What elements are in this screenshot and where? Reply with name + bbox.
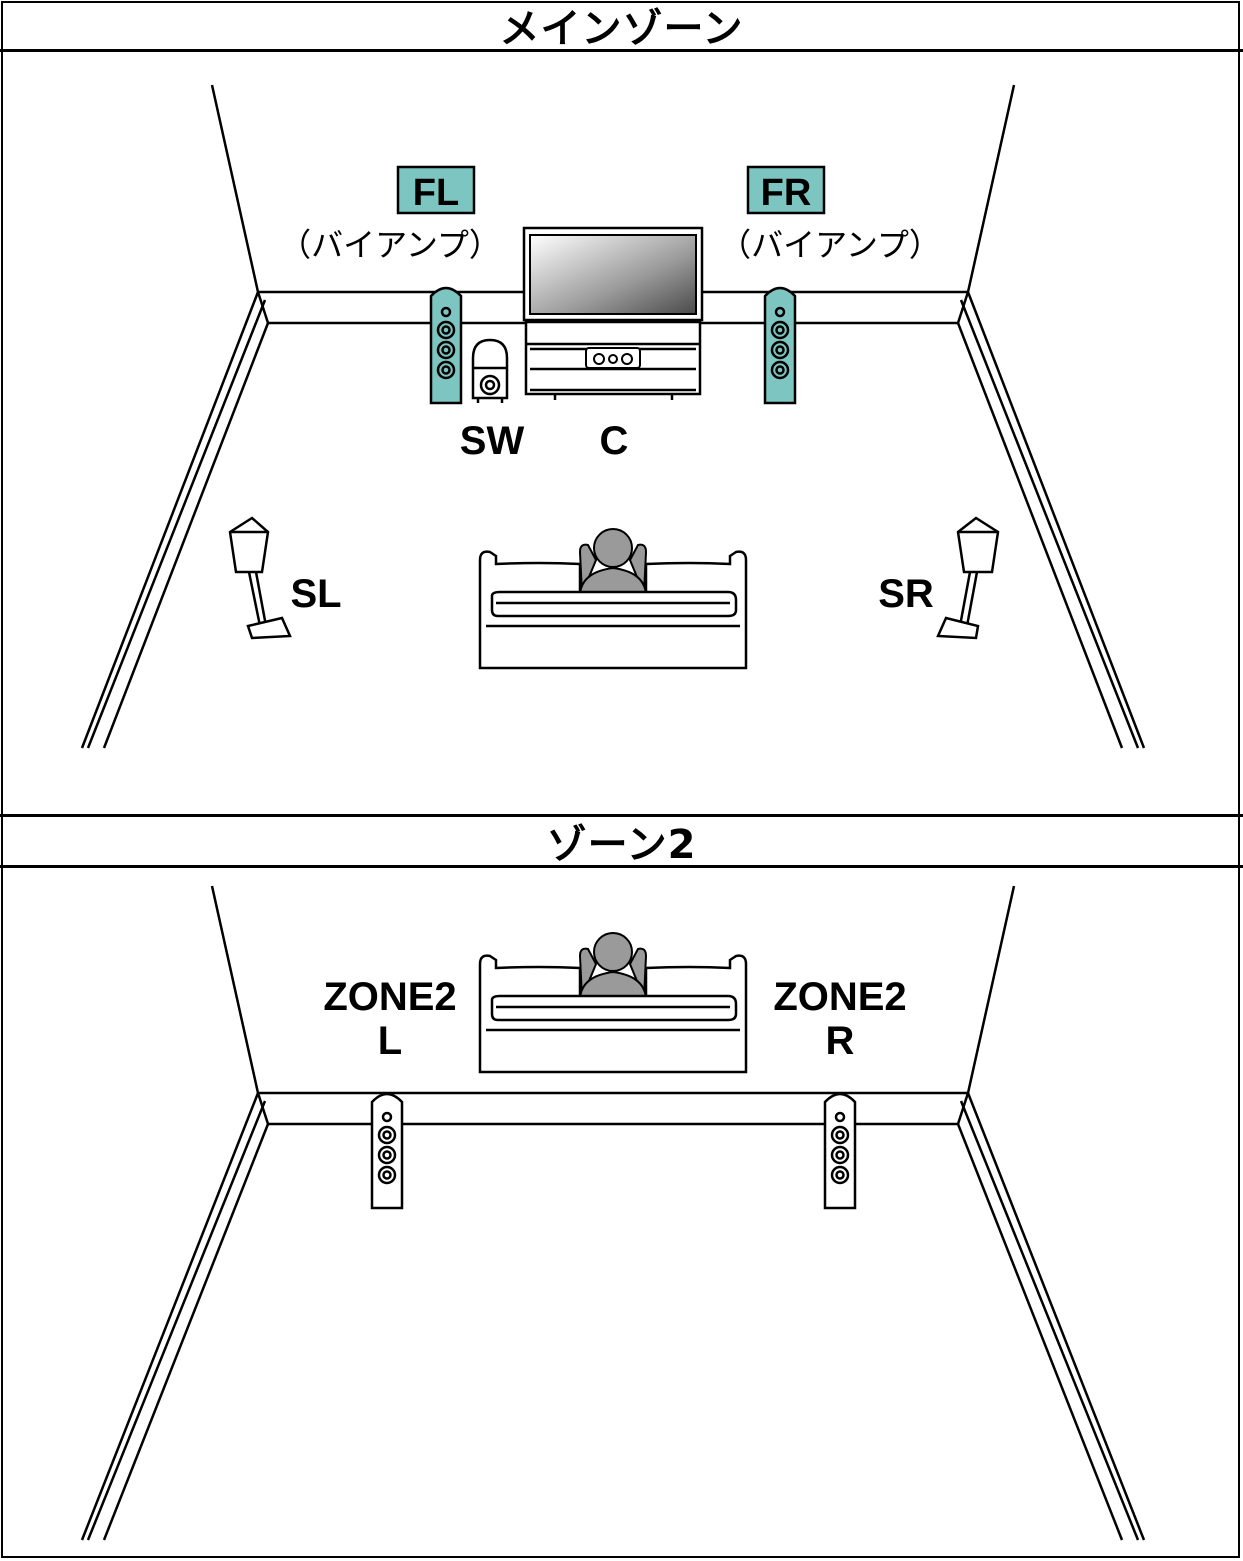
sr-speaker-icon: [936, 516, 1000, 640]
fl-label: FL: [413, 172, 459, 214]
room-walls: [80, 84, 1146, 749]
fl-biamp-note: （バイアンプ）: [279, 226, 501, 264]
fr-speaker-icon: [763, 286, 797, 405]
zone2-right-label-line2: R: [826, 1019, 855, 1063]
zone2-room-walls: [80, 885, 1146, 1541]
fr-label-box: [746, 165, 826, 215]
subwoofer-icon: [471, 338, 509, 403]
fl-label-box: [396, 165, 476, 215]
c-label: C: [600, 419, 629, 463]
fr-label: FR: [761, 172, 812, 214]
zone2-left-label-line1: ZONE2: [323, 975, 456, 1019]
main-zone-title: メインゾーン: [499, 5, 744, 52]
zone2-right-label-line1: ZONE2: [773, 975, 906, 1019]
center-speaker-icon: [585, 347, 641, 369]
fr-biamp-note: （バイアンプ）: [719, 226, 941, 264]
zone-divider: [0, 814, 1243, 817]
zone2-title: ゾーン2: [546, 821, 697, 868]
zone2-left-label-line2: L: [378, 1019, 402, 1063]
sl-speaker-icon: [228, 516, 292, 640]
zone2-title-bar: ゾーン2: [0, 816, 1243, 868]
sw-label: SW: [460, 419, 525, 463]
main-zone-room: FL （バイアンプ） FR （バイアンプ）: [80, 84, 1146, 749]
tv-icon: [522, 226, 704, 332]
zone2-right-speaker-icon: [823, 1092, 857, 1210]
listener-sofa-icon: [478, 528, 748, 670]
sr-label: SR: [878, 572, 934, 616]
zone2-room: ZONE2 L ZONE2 R: [80, 885, 1146, 1541]
fl-speaker-icon: [429, 286, 463, 405]
zone2-left-speaker-icon: [370, 1092, 404, 1210]
sl-label: SL: [290, 572, 341, 616]
main-zone-title-bar: メインゾーン: [0, 0, 1243, 52]
zone2-listener-sofa-icon: [478, 932, 748, 1074]
